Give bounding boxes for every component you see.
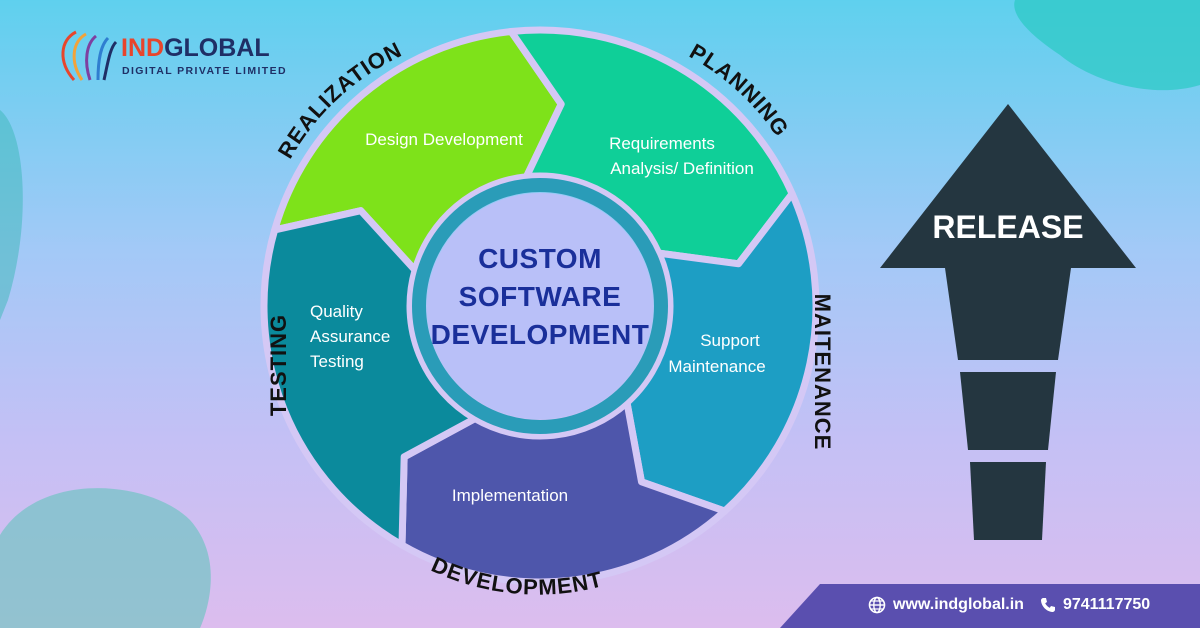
logo-tagline: DIGITAL PRIVATE LIMITED bbox=[122, 65, 287, 77]
stage-testing-text: Quality Assurance Testing bbox=[310, 302, 390, 371]
center-title-line-1: CUSTOM bbox=[478, 243, 602, 274]
stage-development-line-1: Implementation bbox=[452, 486, 568, 505]
ring-segment-development bbox=[623, 190, 820, 515]
phone-contact[interactable]: 9741117750 bbox=[1040, 596, 1150, 614]
bg-blob-bottom-left bbox=[0, 488, 211, 628]
release-arrow-shaft-3 bbox=[970, 462, 1046, 540]
ring-label-testing: TESTING bbox=[266, 314, 291, 416]
phone-number[interactable]: 9741117750 bbox=[1062, 596, 1151, 613]
center-title-line-2: SOFTWARE bbox=[459, 281, 622, 312]
stage-realization-line-1: Design Development bbox=[365, 130, 523, 149]
stage-planning-text: Requirements Analysis/ Definition bbox=[609, 134, 754, 178]
stage-testing-line-1: Quality bbox=[310, 302, 363, 321]
contact-bar-background bbox=[780, 584, 1200, 628]
release-label: RELEASE bbox=[932, 209, 1083, 245]
logo-name-accent: IND bbox=[121, 34, 164, 62]
company-logo: INDGLOBAL DIGITAL PRIVATE LIMITED bbox=[61, 30, 287, 81]
stage-realization-text: Design Development bbox=[365, 130, 523, 149]
svg-text:INDGLOBAL: INDGLOBAL bbox=[121, 34, 270, 62]
release-arrow-shaft-1 bbox=[945, 268, 1071, 360]
ring-segment-testing bbox=[398, 399, 729, 586]
stage-maintenance-line-2: Maintenance bbox=[668, 357, 765, 376]
logo-mark-icon bbox=[61, 30, 118, 81]
release-arrow-shaft-2 bbox=[960, 372, 1056, 450]
stage-planning-line-2: Analysis/ Definition bbox=[610, 159, 754, 178]
stage-maintenance-line-1: Support bbox=[700, 331, 760, 350]
bg-blob-left bbox=[0, 110, 23, 320]
contact-bar: www.indglobal.in 9741117750 bbox=[780, 584, 1200, 628]
ring-segment-maintenance bbox=[507, 26, 796, 268]
center-ring bbox=[412, 178, 668, 434]
stage-testing-line-2: Assurance bbox=[310, 327, 390, 346]
phone-icon bbox=[1040, 598, 1055, 612]
release-arrow: RELEASE bbox=[880, 104, 1136, 540]
ring-label-maintenance: MAITENANCE bbox=[810, 294, 835, 451]
lifecycle-ring bbox=[260, 26, 820, 586]
contact-row: www.indglobal.in 9741117750 bbox=[868, 596, 1150, 614]
globe-icon bbox=[868, 596, 886, 614]
stage-maintenance-text: Support Maintenance bbox=[668, 331, 765, 376]
stage-testing-line-3: Testing bbox=[310, 352, 364, 371]
stage-development-text: Implementation bbox=[452, 486, 568, 505]
website-link[interactable]: www.indglobal.in bbox=[893, 596, 1024, 613]
center-disc bbox=[427, 193, 653, 419]
logo-name-rest: GLOBAL bbox=[164, 34, 270, 62]
bg-blob-top-right bbox=[1014, 0, 1200, 91]
release-arrow-head bbox=[880, 104, 1136, 268]
center-title-line-3: DEVELOPMENT bbox=[431, 319, 650, 350]
stage-planning-line-1: Requirements bbox=[609, 134, 715, 153]
center-hub: CUSTOM SOFTWARE DEVELOPMENT bbox=[412, 178, 668, 434]
ring-segment-realization bbox=[260, 207, 479, 549]
website-contact[interactable]: www.indglobal.in bbox=[868, 596, 1024, 614]
